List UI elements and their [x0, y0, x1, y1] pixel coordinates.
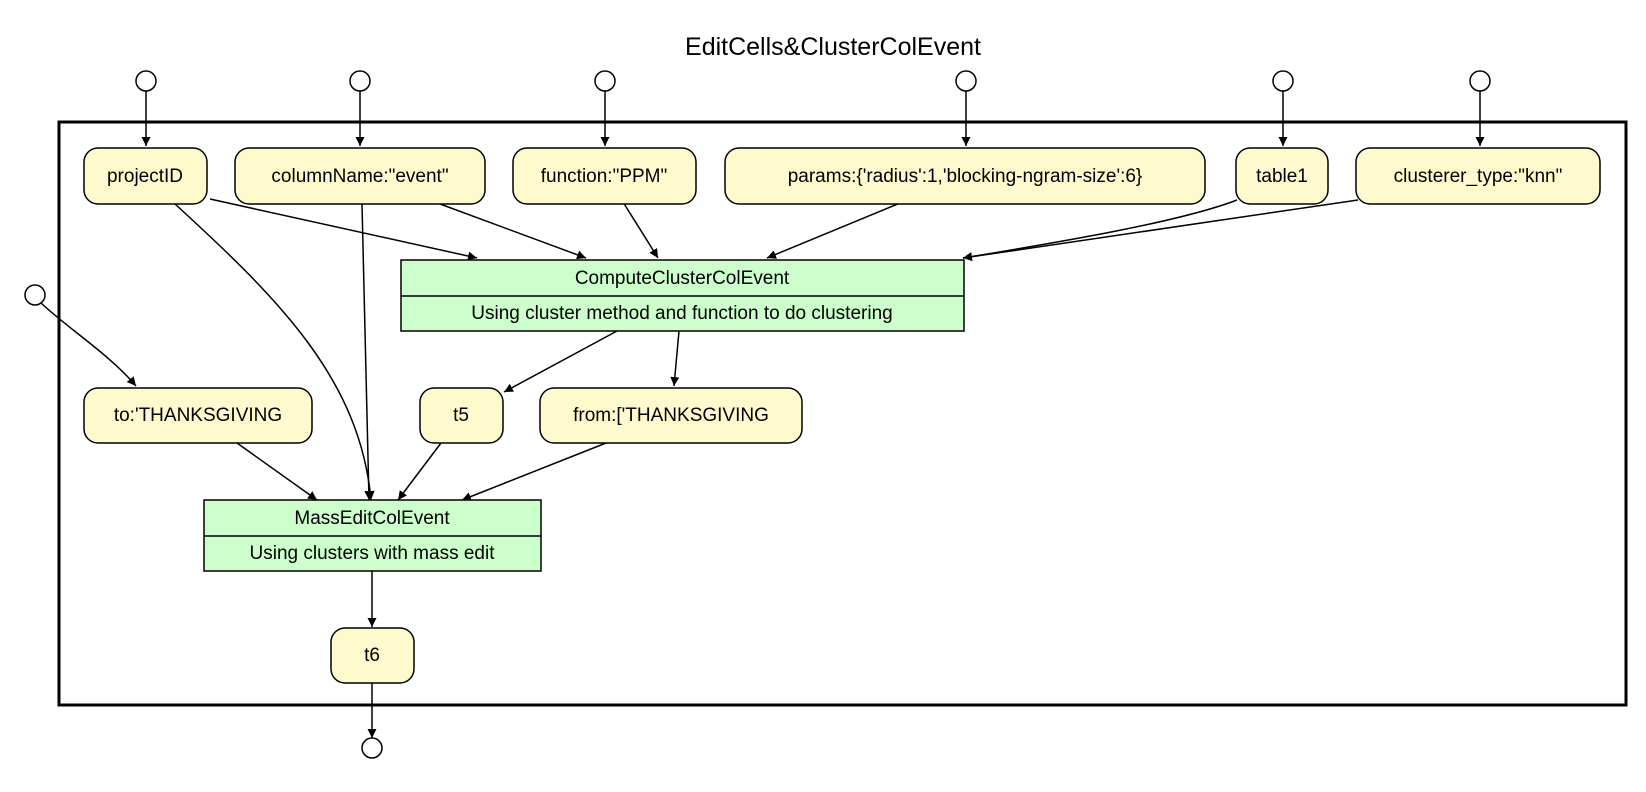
- process-compute-name: ComputeClusterColEvent: [575, 268, 790, 289]
- process-compute-cluster: ComputeClusterColEvent Using cluster met…: [400, 259, 965, 332]
- node-t5: t5: [419, 387, 504, 444]
- data-nodes: projectID columnName:"event" function:"P…: [83, 147, 1601, 684]
- node-columnname-label: columnName:"event": [271, 166, 448, 187]
- input-port-projectid: [135, 70, 157, 92]
- edge-port-to: [40, 302, 137, 387]
- node-params-label: params:{'radius':1,'blocking-ngram-size'…: [788, 166, 1143, 187]
- node-columnname: columnName:"event": [234, 147, 486, 205]
- edge-t5-massedit: [397, 442, 442, 501]
- edge-function-compute: [622, 201, 659, 259]
- input-port-params: [955, 70, 977, 92]
- node-t6-label: t6: [364, 645, 380, 666]
- node-to-label: to:'THANKSGIVING: [114, 405, 282, 426]
- node-projectid: projectID: [83, 147, 208, 205]
- edge-projectid-compute: [209, 198, 478, 261]
- process-massedit-description: Using clusters with mass edit: [250, 543, 496, 564]
- node-clusterer-type-label: clusterer_type:"knn": [1394, 166, 1563, 187]
- node-projectid-label: projectID: [107, 166, 183, 187]
- input-port-to: [24, 284, 46, 306]
- edge-params-compute: [766, 202, 901, 259]
- input-port-clusterer-type: [1469, 70, 1491, 92]
- output-port-t6: [361, 737, 383, 759]
- edge-compute-t5: [503, 330, 618, 393]
- edge-columnname-compute: [431, 200, 587, 260]
- node-table1: table1: [1235, 147, 1329, 205]
- input-ports: [24, 70, 1491, 306]
- node-from: from:['THANKSGIVING: [539, 387, 803, 444]
- edges: [40, 91, 1485, 738]
- node-to: to:'THANKSGIVING: [83, 387, 313, 444]
- input-port-columnname: [349, 70, 371, 92]
- node-table1-label: table1: [1256, 166, 1308, 187]
- diagram-title: EditCells&ClusterColEvent: [685, 33, 981, 61]
- edge-clusterer-type-compute: [962, 199, 1359, 262]
- workflow-frame: [57, 120, 1628, 707]
- edge-from-massedit: [461, 442, 607, 501]
- edge-to-massedit: [236, 442, 318, 501]
- node-t6: t6: [330, 627, 415, 684]
- edge-projectid-massedit: [174, 203, 375, 501]
- input-port-function: [594, 70, 616, 92]
- edge-table1-compute: [962, 199, 1238, 261]
- input-port-table1: [1272, 70, 1294, 92]
- node-t5-label: t5: [453, 405, 469, 426]
- process-massedit-name: MassEditColEvent: [294, 508, 450, 529]
- node-function-label: function:"PPM": [541, 166, 668, 187]
- edge-columnname-massedit: [361, 203, 374, 501]
- node-clusterer-type: clusterer_type:"knn": [1355, 147, 1601, 205]
- process-compute-description: Using cluster method and function to do …: [471, 303, 892, 324]
- node-from-label: from:['THANKSGIVING: [573, 405, 769, 426]
- node-params: params:{'radius':1,'blocking-ngram-size'…: [724, 147, 1206, 205]
- edge-compute-from: [670, 330, 680, 387]
- node-function: function:"PPM": [512, 147, 697, 205]
- process-mass-edit: MassEditColEvent Using clusters with mas…: [203, 499, 542, 572]
